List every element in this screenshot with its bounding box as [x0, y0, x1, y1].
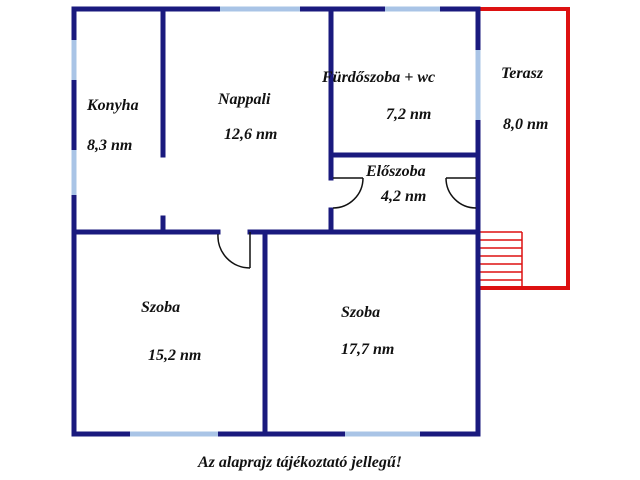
eloszoba-name: Előszoba — [365, 163, 426, 180]
terasz-area: 8,0 nm — [503, 116, 548, 133]
szoba2-area: 17,7 nm — [341, 341, 394, 358]
terasz-name: Terasz — [501, 65, 544, 82]
szoba2-name: Szoba — [341, 304, 380, 321]
furdo-name: Fürdőszoba + wc — [321, 69, 435, 86]
furdo-area: 7,2 nm — [386, 106, 431, 123]
szoba1-name: Szoba — [141, 299, 180, 316]
szoba1-area: 15,2 nm — [148, 347, 201, 364]
disclaimer-caption: Az alaprajz tájékoztató jellegű! — [197, 454, 402, 471]
doors — [217, 177, 477, 269]
nappali-name: Nappali — [217, 91, 271, 108]
konyha-area: 8,3 nm — [87, 137, 132, 154]
terrace-steps — [480, 231, 523, 288]
konyha-name: Konyha — [86, 97, 139, 114]
eloszoba-area: 4,2 nm — [380, 188, 426, 205]
nappali-area: 12,6 nm — [224, 126, 277, 143]
windows — [71, 6, 481, 437]
terrace-outline — [478, 7, 570, 290]
